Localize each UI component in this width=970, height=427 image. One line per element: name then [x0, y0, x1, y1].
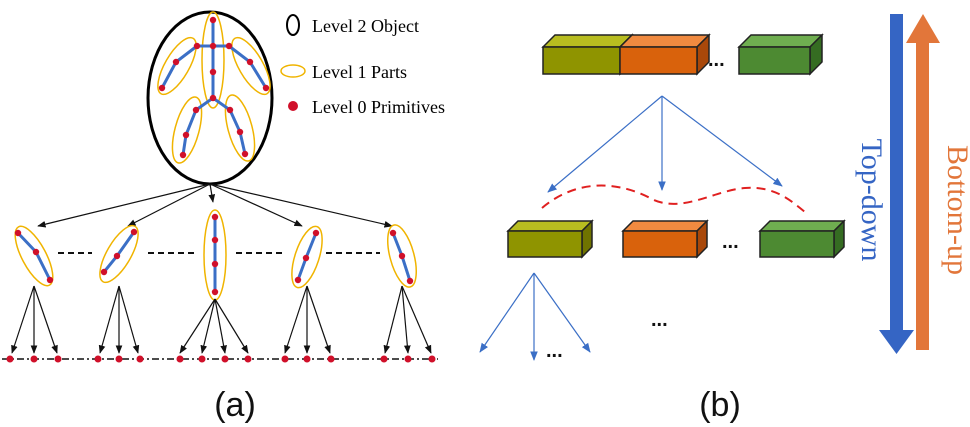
bottom-up-label: Bottom-up [941, 145, 970, 275]
bottom-up-arrow [906, 14, 940, 350]
part-2 [99, 224, 139, 284]
legend-level0-symbol [288, 101, 298, 111]
part-5 [387, 224, 417, 288]
legend-level1-label: Level 1 Parts [312, 62, 407, 82]
legend-level0-label: Level 0 Primitives [312, 97, 445, 117]
middle-feature-blocks [506, 219, 846, 259]
top-ellipsis: ... [708, 49, 725, 71]
bottom-ellipsis: ... [546, 340, 563, 362]
center-ellipsis: ... [651, 309, 668, 331]
level2-object [146, 10, 274, 186]
object-to-parts-arrows [37, 183, 393, 228]
legend-level2-symbol [286, 14, 300, 36]
top-down-arrow [879, 14, 914, 354]
object-joints [158, 16, 270, 159]
panel-a: Level 2 Object Level 1 Parts Level 0 Pri… [2, 10, 445, 424]
caption-a: (a) [214, 386, 256, 424]
lower-branch-arrows [479, 272, 591, 361]
top-down-label: Top-down [855, 139, 888, 262]
object-part-rings [157, 11, 271, 164]
panel-b: ... ... [479, 14, 970, 424]
top-feature-blocks [541, 33, 824, 76]
parts-to-primitives-arrows [11, 285, 432, 354]
legend-level2-label: Level 2 Object [312, 16, 419, 36]
part-4 [291, 225, 323, 289]
legend-level1-symbol [280, 64, 306, 78]
level1-parts [14, 209, 417, 301]
part-1 [14, 225, 54, 287]
caption-b: (b) [699, 386, 741, 424]
part-3 [203, 209, 227, 301]
level0-primitives [2, 355, 438, 363]
object-skeleton [160, 18, 268, 157]
legend: Level 2 Object Level 1 Parts Level 0 Pri… [280, 14, 445, 117]
middle-ellipsis: ... [722, 231, 739, 253]
dashed-wave [541, 184, 806, 213]
top-down-branch-arrows [547, 95, 783, 193]
